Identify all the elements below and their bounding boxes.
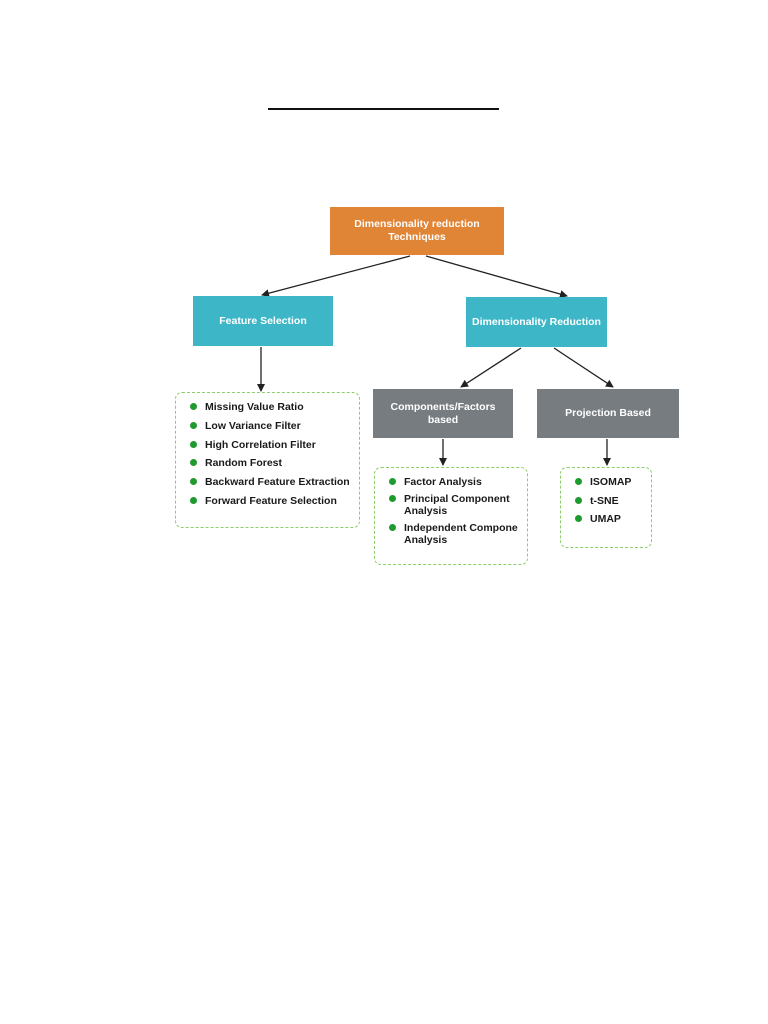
node-components-factors: Components/Factors based (373, 389, 513, 438)
list-item: t-SNE (575, 495, 651, 507)
node-feature-selection-label: Feature Selection (219, 314, 307, 327)
node-feature-selection: Feature Selection (193, 296, 333, 346)
list-item: Independent Compone Analysis (389, 522, 527, 546)
arrow-dimred-to-projection (553, 347, 614, 388)
list-item-label: Independent Compone Analysis (404, 522, 518, 546)
list-item-label: Forward Feature Selection (205, 494, 337, 507)
list-item: Low Variance Filter (190, 420, 359, 432)
list-item: Missing Value Ratio (190, 401, 359, 413)
list-item-label: High Correlation Filter (205, 438, 316, 451)
list-item: ISOMAP (575, 476, 651, 488)
arrow-dimred-to-components (460, 347, 522, 388)
list-item: Principal Component Analysis (389, 493, 527, 517)
node-dimensionality-reduction-label: Dimensionality Reduction (472, 315, 601, 328)
list-item-label: Principal Component Analysis (404, 493, 510, 517)
node-root-label: Dimensionality reduction Techniques (354, 218, 480, 243)
list-item-label: Low Variance Filter (205, 419, 301, 432)
list-item: Backward Feature Extraction (190, 476, 359, 488)
bullet-dot-icon (575, 478, 582, 485)
node-projection-based-label: Projection Based (565, 407, 651, 419)
bullet-dot-icon (575, 496, 582, 504)
bullet-dot-icon (190, 459, 197, 467)
list-item-label: UMAP (590, 513, 621, 525)
bullet-dot-icon (575, 515, 582, 522)
list-item-label: Factor Analysis (404, 476, 482, 488)
list-item-label: Random Forest (205, 457, 283, 470)
bullet-dot-icon (190, 440, 197, 448)
arrow-root-to-dimensionality-reduction (425, 255, 568, 298)
title-underline (268, 108, 499, 110)
bullet-dot-icon (190, 403, 197, 410)
list-item: Random Forest (190, 457, 359, 469)
bullet-dot-icon (190, 496, 197, 504)
list-item-label: t-SNE (590, 494, 619, 507)
bullet-dot-icon (389, 478, 396, 485)
list-item: Factor Analysis (389, 476, 527, 488)
list-item-label: ISOMAP (590, 476, 632, 488)
node-dimensionality-reduction: Dimensionality Reduction (466, 297, 607, 347)
list-item: High Correlation Filter (190, 439, 359, 451)
list-item: Forward Feature Selection (190, 495, 359, 507)
node-root: Dimensionality reduction Techniques (330, 207, 504, 255)
node-components-factors-label: Components/Factors based (390, 400, 496, 426)
arrow-root-to-feature-selection (261, 255, 411, 298)
list-item: UMAP (575, 513, 651, 525)
bullet-dot-icon (389, 524, 396, 531)
bullet-dot-icon (389, 495, 396, 502)
list-item-label: Missing Value Ratio (205, 401, 304, 413)
bullet-dot-icon (190, 478, 197, 486)
list-item-label: Backward Feature Extraction (205, 476, 350, 489)
bullet-dot-icon (190, 421, 197, 429)
projection-based-list: ISOMAP t-SNE UMAP (560, 467, 652, 548)
node-projection-based: Projection Based (537, 389, 679, 438)
